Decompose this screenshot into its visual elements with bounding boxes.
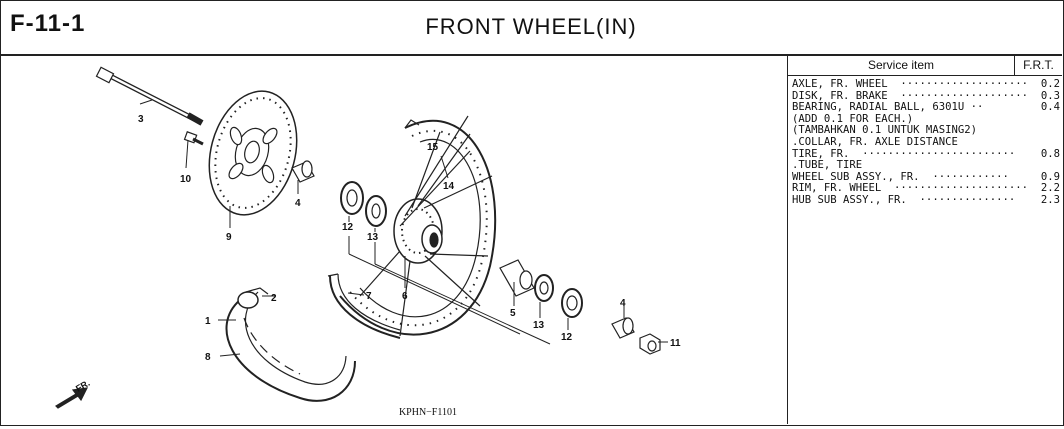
callout-4-bottom: 4	[620, 298, 626, 309]
hub-part	[359, 115, 493, 337]
callout-15: 15	[427, 142, 439, 153]
service-table-header: Service item F.R.T.	[788, 56, 1062, 76]
leader-lines	[139, 99, 668, 357]
table-row: AXLE, FR. WHEEL ····················0.2	[792, 78, 1060, 90]
callout-13-left: 13	[367, 232, 379, 243]
callout-10: 10	[180, 174, 192, 185]
table-row: RIM, FR. WHEEL ·····················2.2	[792, 182, 1060, 195]
callout-12-right: 12	[561, 332, 573, 343]
bearing-right	[534, 274, 583, 318]
diagram-svg: 3 10 9 4 12 13 15 14 6 7 2 1 8 5 13 12 4…	[55, 66, 681, 409]
table-row: (ADD 0.1 FOR EACH.)	[792, 113, 914, 125]
col-header-frt: F.R.T.	[1023, 58, 1054, 72]
callout-3: 3	[138, 114, 144, 125]
callout-5: 5	[510, 308, 516, 319]
distance-collar-part	[499, 259, 535, 297]
col-header-service-item: Service item	[867, 58, 935, 72]
service-table-rows: AXLE, FR. WHEEL ····················0.2 …	[788, 76, 1062, 207]
callout-12-left: 12	[342, 222, 354, 233]
callout-14: 14	[443, 181, 455, 192]
callout-7: 7	[366, 291, 372, 302]
bearing-left	[340, 181, 387, 227]
page-header: F-11-1 FRONT WHEEL(IN)	[0, 0, 1062, 56]
column-divider	[787, 56, 788, 424]
table-row: HUB SUB ASSY., FR. ···············2.3	[792, 193, 1060, 206]
axle-part	[95, 66, 204, 126]
callout-11: 11	[670, 338, 681, 349]
section-code: F-11-1	[10, 10, 86, 37]
rim-tape-part	[327, 273, 401, 339]
service-table: Service item F.R.T. AXLE, FR. WHEEL ····…	[788, 56, 1062, 424]
page-title: FRONT WHEEL(IN)	[425, 14, 637, 39]
table-row: .COLLAR, FR. AXLE DISTANCE	[792, 136, 958, 148]
drawing-reference: KPHN−F1101	[398, 407, 457, 418]
callout-4-top: 4	[295, 198, 301, 209]
table-row: TIRE, FR. ························0.8	[792, 147, 1060, 160]
header-separator	[1014, 56, 1015, 75]
table-row: (TAMBAHKAN 0.1 UNTUK MASING2)	[792, 125, 977, 137]
table-row: BEARING, RADIAL BALL, 6301U ··0.4	[792, 101, 1060, 114]
table-row: .TUBE, TIRE	[792, 160, 863, 172]
collar-part-top	[291, 160, 315, 183]
callout-1: 1	[205, 316, 211, 327]
table-row: DISK, FR. BRAKE ····················0.3	[792, 89, 1060, 102]
collar-part-bottom	[611, 317, 635, 339]
tire-part	[225, 287, 356, 402]
brake-disk-part	[208, 90, 298, 216]
exploded-parts-diagram: 3 10 9 4 12 13 15 14 6 7 2 1 8 5 13 12 4…	[0, 56, 787, 424]
callout-6: 6	[402, 291, 408, 302]
direction-label: FR.	[74, 378, 92, 394]
callout-8: 8	[205, 352, 211, 363]
callout-2: 2	[271, 293, 277, 304]
front-direction-arrow-icon	[55, 387, 89, 409]
callout-9: 9	[226, 232, 232, 243]
axle-nut-part	[639, 333, 661, 355]
table-row: WHEEL SUB ASSY., FR. ············0.9	[792, 170, 1060, 183]
callout-13-right: 13	[533, 320, 545, 331]
bolt-part	[183, 131, 204, 146]
